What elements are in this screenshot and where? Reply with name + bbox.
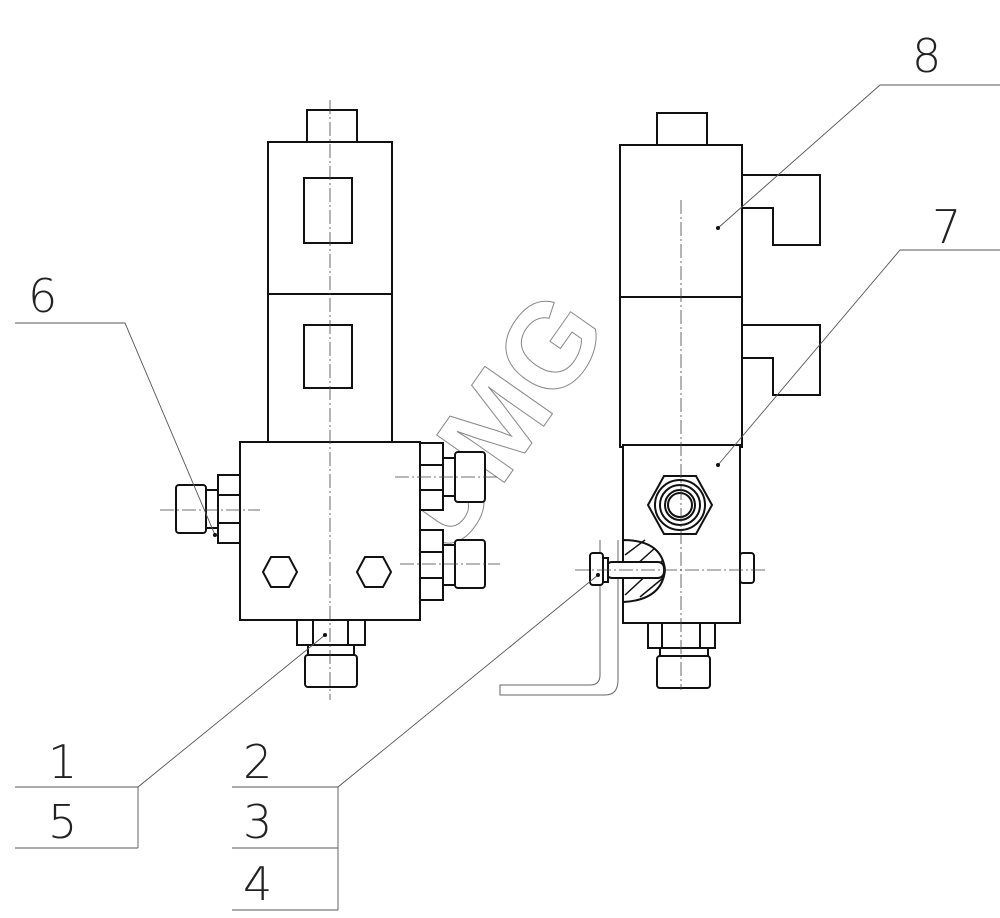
part-label-6: 6 xyxy=(28,269,57,323)
part-label-8: 8 xyxy=(912,29,941,83)
fitting-hex xyxy=(647,622,716,649)
fitting-nipple xyxy=(656,655,711,689)
coil-bracket xyxy=(741,324,821,396)
bolt-head xyxy=(589,552,604,586)
fitting-hex xyxy=(419,442,444,511)
part-label-4: 4 xyxy=(243,857,272,911)
coil-window xyxy=(303,177,353,244)
hex-plug xyxy=(261,556,299,588)
fitting-hex xyxy=(419,529,444,601)
mounting-bracket xyxy=(499,540,619,696)
hex-nut xyxy=(646,475,714,535)
part-label-3: 3 xyxy=(243,795,272,849)
fitting-nipple xyxy=(175,484,207,534)
nut xyxy=(739,552,755,584)
part-label-5: 5 xyxy=(48,795,77,849)
part-label-2: 2 xyxy=(243,735,272,789)
leader-lines xyxy=(15,84,1000,911)
fitting-hex xyxy=(296,619,366,646)
coil-window xyxy=(303,324,353,389)
valve-side-view xyxy=(499,112,821,696)
part-label-7: 7 xyxy=(932,200,961,254)
fitting-nipple xyxy=(304,654,358,688)
coil-connector xyxy=(306,109,358,143)
fitting-hex xyxy=(217,474,241,544)
coil-connector xyxy=(656,112,708,146)
part-label-1: 1 xyxy=(48,735,77,789)
coil-bracket xyxy=(741,174,821,246)
hex-plug xyxy=(355,556,393,588)
